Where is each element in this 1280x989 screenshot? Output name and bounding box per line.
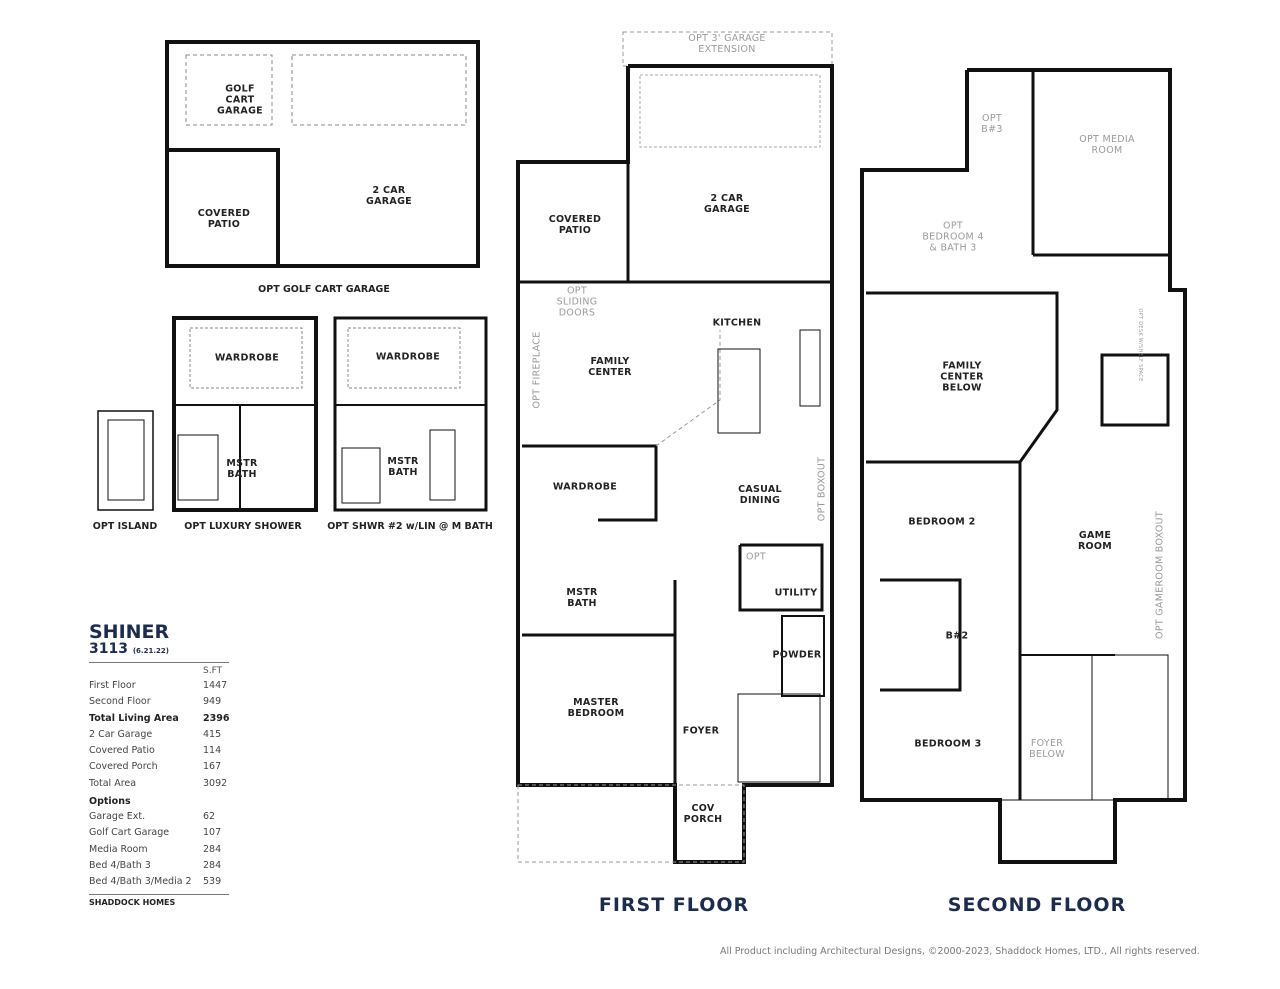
brand: SHADDOCK HOMES — [89, 893, 229, 907]
second-floor-plan — [860, 68, 1187, 864]
area-label: Media Room — [89, 843, 148, 855]
room-cov-porch: COV PORCH — [683, 803, 723, 825]
room-master-bath: MSTR BATH — [566, 587, 598, 609]
room-bedroom2: BEDROOM 2 — [908, 516, 976, 528]
room-opt-media: OPT MEDIA ROOM — [1079, 134, 1135, 156]
opt-shower2-plan — [333, 316, 488, 512]
area-row: Covered Patio 114 — [89, 745, 229, 761]
opt-fireplace: OPT FIREPLACE — [531, 331, 543, 409]
area-label: Total Living Area — [89, 712, 179, 724]
room-utility: UTILITY — [774, 587, 818, 599]
opt-utility-label: OPT — [746, 551, 766, 563]
copyright: All Product including Architectural Desi… — [720, 946, 1200, 957]
room-wardrobe-luxury: WARDROBE — [214, 352, 280, 364]
area-label: Covered Patio — [89, 745, 155, 757]
first-floor-title: FIRST FLOOR — [598, 894, 750, 916]
area-value: 415 — [203, 728, 222, 740]
room-family-center: FAMILY CENTER — [588, 356, 632, 378]
area-row: 2 Car Garage 415 — [89, 729, 229, 745]
room-opt-bath3: OPT B#3 — [981, 113, 1003, 135]
opt-sliding-doors: OPT SLIDING DOORS — [556, 285, 598, 319]
area-value: 114 — [203, 745, 222, 757]
area-row: Bed 4/Bath 3/Media 2 539 — [89, 876, 229, 892]
room-bath2: B#2 — [945, 630, 969, 642]
area-row: Total Area 3092 — [89, 778, 229, 794]
options-title: Options — [89, 796, 131, 808]
caption-golf-cart: OPT GOLF CART GARAGE — [258, 284, 390, 295]
room-wardrobe-shower2: WARDROBE — [375, 351, 441, 363]
room-bath-luxury: MSTR BATH — [226, 458, 258, 480]
first-floor-plan — [516, 31, 834, 864]
unit-header: S.FT — [203, 666, 223, 676]
area-value: 284 — [203, 843, 222, 855]
area-row: Second Floor 949 — [89, 696, 229, 712]
opt-golf-cart-garage-plan — [165, 40, 480, 268]
room-bath-shower2: MSTR BATH — [387, 456, 419, 478]
area-label: 2 Car Garage — [89, 728, 153, 740]
area-label: First Floor — [89, 680, 136, 691]
area-value: 1447 — [203, 680, 228, 691]
room-golf-cart-garage: GOLF CART GARAGE — [217, 83, 263, 117]
room-family-center-below: FAMILY CENTER BELOW — [940, 360, 984, 394]
plan-number: 3113 (6.21.22) — [89, 642, 229, 663]
area-label: Bed 4/Bath 3 — [89, 859, 151, 871]
area-row: Covered Porch 167 — [89, 761, 229, 777]
area-row: Bed 4/Bath 3 284 — [89, 860, 229, 876]
room-opt-bedroom4: OPT BEDROOM 4 & BATH 3 — [922, 220, 984, 254]
opt-luxury-shower-plan — [172, 316, 318, 512]
area-value: 167 — [203, 761, 222, 773]
caption-luxury-shower: OPT LUXURY SHOWER — [184, 521, 302, 532]
area-label: Garage Ext. — [89, 811, 146, 823]
area-value: 539 — [203, 876, 222, 888]
area-row: Garage Ext. 62 — [89, 811, 229, 827]
opt-boxout: OPT BOXOUT — [816, 456, 828, 522]
area-value: 107 — [203, 827, 222, 839]
room-foyer-below: FOYER BELOW — [1029, 738, 1065, 760]
area-label: Total Area — [89, 777, 137, 789]
area-value: 949 — [203, 696, 222, 708]
room-covered-patio: COVERED PATIO — [548, 214, 602, 236]
plan-number-value: 3113 — [89, 641, 128, 657]
area-value: 284 — [203, 859, 222, 871]
opt-gameroom-boxout: OPT GAMEROOM BOXOUT — [1154, 511, 1166, 639]
room-2-car-garage: 2 CAR GARAGE — [704, 193, 750, 215]
area-label: Bed 4/Bath 3/Media 2 — [89, 876, 192, 888]
room-covered-patio-option: COVERED PATIO — [197, 208, 251, 230]
area-row: Media Room 284 — [89, 844, 229, 860]
area-label: Golf Cart Garage — [89, 827, 170, 839]
room-casual-dining: CASUAL DINING — [738, 484, 782, 506]
opt-desk: OPT DESK W/SHELF SPACE — [1137, 308, 1143, 382]
room-powder: POWDER — [772, 649, 822, 661]
area-row: Total Living Area 2396 — [89, 713, 229, 729]
room-bedroom3: BEDROOM 3 — [914, 738, 982, 750]
caption-island: OPT ISLAND — [92, 521, 158, 532]
area-table: SHINER 3113 (6.21.22) S.FT First Floor 14… — [89, 622, 229, 907]
area-row: Golf Cart Garage 107 — [89, 827, 229, 843]
area-value: 62 — [203, 811, 216, 823]
plan-date: (6.21.22) — [132, 647, 169, 655]
area-label: Second Floor — [89, 696, 151, 708]
plan-name: SHINER — [89, 621, 170, 643]
room-garage-extension: OPT 3' GARAGE EXTENSION — [688, 33, 766, 55]
room-kitchen: KITCHEN — [712, 317, 762, 329]
area-value: 3092 — [203, 777, 228, 789]
area-row: First Floor 1447 — [89, 680, 229, 696]
area-label: Covered Porch — [89, 761, 158, 773]
room-2-car-garage-option: 2 CAR GARAGE — [366, 185, 412, 207]
area-value: 2396 — [203, 712, 230, 724]
caption-shower2: OPT SHWR #2 w/LIN @ M BATH — [327, 521, 493, 532]
second-floor-title: SECOND FLOOR — [947, 894, 1127, 916]
room-wardrobe: WARDROBE — [552, 481, 618, 493]
room-master-bedroom: MASTER BEDROOM — [567, 697, 625, 719]
room-game-room: GAME ROOM — [1077, 530, 1113, 552]
opt-island-plan — [97, 410, 154, 511]
room-foyer: FOYER — [682, 725, 720, 737]
